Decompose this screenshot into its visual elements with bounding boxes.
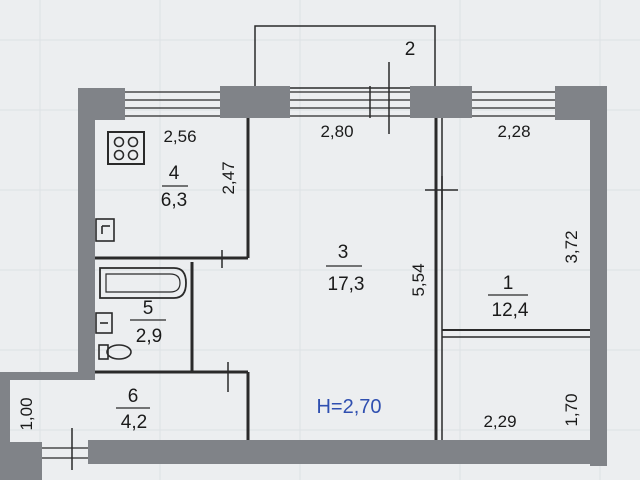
room3-depth: 5,54 [409,263,428,296]
kitchen-depth: 2,47 [219,161,238,194]
balcony [254,25,436,89]
ceiling-height: H=2,70 [316,396,381,418]
room-1-area: 12,4 [492,300,529,321]
toilet-icon [98,344,132,360]
closet-depth: 1,70 [562,393,581,426]
room-6-number: 6 [128,386,139,407]
partitions [95,118,590,440]
hall-depth: 1,00 [17,397,36,430]
room-6-label: 6 4,2 [116,386,150,433]
stove-icon [107,131,145,165]
closet-width: 2,29 [483,412,516,431]
bathroom-sink-icon [95,312,113,334]
room-1-label: 1 12,4 [488,273,529,321]
door-marks [71,62,458,470]
room-3-number: 3 [338,242,349,263]
kitchen-width: 2,56 [163,127,196,146]
room-3-label: 3 17,3 [326,242,364,295]
room-4-area: 6,3 [161,190,187,211]
room-1-number: 1 [503,273,514,294]
room-5-area: 2,9 [136,326,162,347]
sink-icon [95,218,115,242]
outer-walls [0,86,607,480]
room1-depth: 3,72 [562,230,581,263]
room-4-number: 4 [169,163,180,184]
room3-width: 2,80 [320,122,353,141]
room-3-area: 17,3 [328,274,365,295]
room-4-label: 4 6,3 [161,163,188,211]
room-5-number: 5 [143,298,154,319]
room-5-label: 5 2,9 [130,298,166,347]
windows [42,91,555,459]
balcony-number: 2 [405,39,416,60]
room-6-area: 4,2 [121,412,147,433]
bathtub-icon [99,267,187,299]
room1-width: 2,28 [497,122,530,141]
